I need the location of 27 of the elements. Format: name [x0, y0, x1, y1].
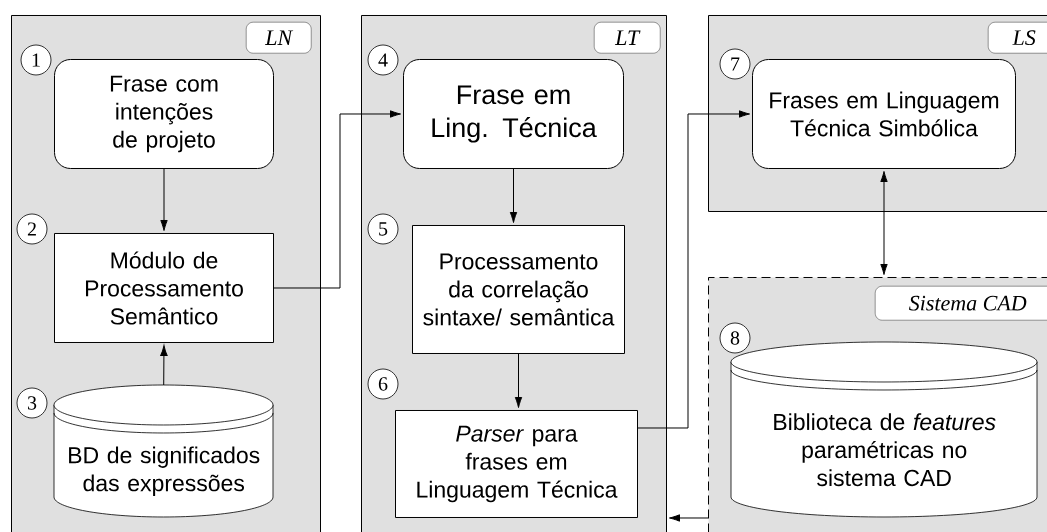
process-box: Módulo de Processamento Semântico — [54, 233, 274, 343]
process-box: Parser para frases em Linguagem Técnica — [395, 410, 638, 518]
rounded-box: Frase com intenções de projeto — [54, 59, 274, 169]
step-number: 6 — [367, 368, 399, 400]
process-box: Processamento da correlação sintaxe/ semântica — [412, 225, 625, 354]
step-number: 4 — [367, 44, 399, 76]
panel-tag: LS — [988, 22, 1047, 54]
arrow — [509, 168, 518, 223]
arrow — [160, 345, 168, 386]
arrow — [669, 514, 709, 522]
step-number: 8 — [719, 322, 751, 354]
panel-tag: LN — [246, 22, 312, 54]
arrow — [637, 110, 750, 429]
arrow — [160, 168, 168, 231]
step-number: 3 — [16, 387, 48, 419]
panel-tag: Sistema CAD — [875, 286, 1047, 321]
arrow — [273, 110, 401, 289]
rounded-box: Frase em Ling. Técnica — [403, 59, 624, 169]
step-number: 5 — [367, 213, 399, 245]
arrow — [514, 353, 523, 408]
step-number: 1 — [20, 44, 52, 76]
rounded-box: Frases em Linguagem Técnica Simbólica — [752, 59, 1016, 169]
step-number: 7 — [719, 48, 751, 80]
arrow — [880, 171, 888, 275]
panel-tag: LT — [594, 22, 661, 54]
step-number: 2 — [16, 213, 48, 245]
database-cylinder: BD de significados das expressões — [53, 384, 274, 518]
